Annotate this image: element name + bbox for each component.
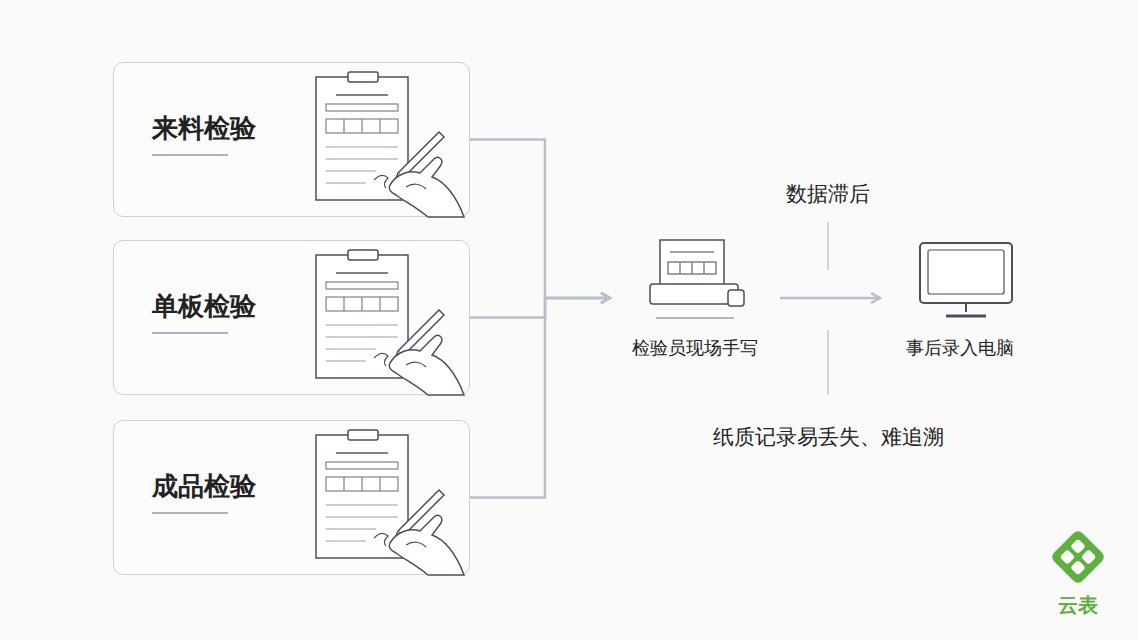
node-label: 检验员现场手写 [610, 336, 780, 360]
node-label: 事后录入电脑 [880, 336, 1040, 360]
inspection-card: 成品检验 [113, 420, 470, 575]
node-label: 来料检验 [152, 111, 256, 146]
handwriting-step: 检验员现场手写 [610, 232, 780, 367]
logo-text: 云表 [1058, 592, 1098, 619]
annotation: 数据滞后 [786, 180, 870, 208]
annotation: 纸质记录易丢失、难追溯 [713, 423, 944, 451]
flow-arrow [780, 297, 880, 300]
flow-arrow [470, 140, 610, 299]
node-label: 成品检验 [152, 469, 256, 504]
inspection-card: 单板检验 [113, 240, 470, 395]
computer-step: 事后录入电脑 [880, 232, 1040, 367]
flow-arrow [470, 298, 610, 318]
inspection-card: 来料检验 [113, 62, 470, 217]
flow-arrow [470, 298, 610, 498]
node-label: 单板检验 [152, 289, 256, 324]
